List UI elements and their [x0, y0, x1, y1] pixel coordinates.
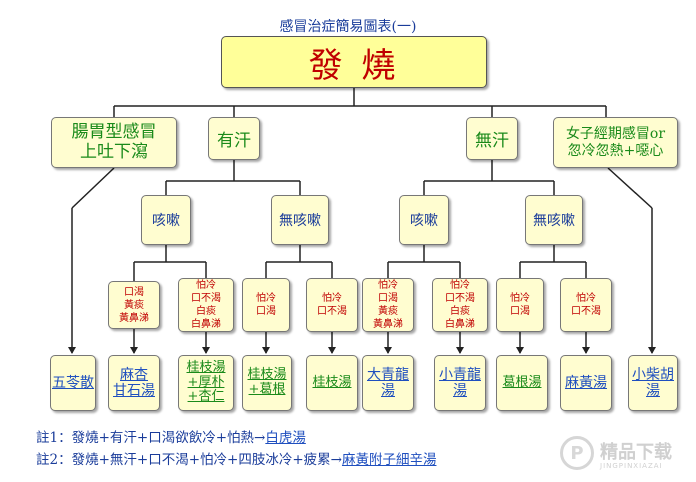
formula-maxing-ganshi-tang: 麻杏 甘石湯: [108, 355, 160, 411]
gi-line-2: 上吐下瀉: [80, 141, 148, 162]
s8-line-1: 怕冷: [576, 293, 596, 304]
s6-line-1: 怕冷: [450, 280, 470, 291]
f3-line-1: 桂枝湯: [186, 359, 226, 375]
note-1-link-baihu-tang[interactable]: 白虎湯: [265, 430, 306, 446]
note-1-text: 註1：發燒+有汗+口渴欲飲冷+怕熱→: [36, 430, 266, 446]
cough-nosweat-label: 咳嗽: [410, 213, 438, 229]
f6-line-1: 大青龍: [367, 366, 409, 383]
watermark-logo-letter: P: [570, 442, 584, 464]
f8-line-1: 葛根湯: [502, 374, 542, 390]
formula-xiao-chaihu-tang: 小柴胡 湯: [628, 355, 678, 411]
watermark-subtext: JINGPINXIAZAI: [600, 462, 663, 470]
s2-line-4: 白鼻涕: [191, 319, 221, 330]
f6-line-2: 湯: [381, 383, 395, 399]
s5-line-1: 怕冷: [378, 280, 398, 291]
sweating-label: 有汗: [217, 131, 251, 151]
formula-xiao-qinglong-tang: 小青龍 湯: [434, 355, 486, 411]
s5-line-2: 口渴: [378, 293, 398, 304]
no-cough-nosweat-label: 無咳嗽: [533, 213, 575, 229]
symptom-box-4: 怕冷 口不渴: [306, 278, 358, 332]
note-1: 註1：發燒+有汗+口渴欲飲冷+怕熱→白虎湯: [36, 426, 306, 446]
no-sweating-label: 無汗: [475, 131, 509, 151]
gi-line-1: 腸胃型感冒: [71, 121, 157, 142]
f10-line-1: 小柴胡: [632, 366, 674, 383]
f3-line-3: +杏仁: [187, 389, 225, 405]
f2-line-2: 甘石湯: [113, 383, 155, 399]
s4-line-1: 怕冷: [322, 293, 342, 304]
formula-guizhi-houpo-xingren: 桂枝湯 +厚朴 +杏仁: [178, 355, 234, 411]
symptom-box-1: 口渴 黃痰 黃鼻涕: [108, 281, 160, 329]
formula-guizhi-gegen: 桂枝湯 +葛根: [242, 355, 292, 411]
s2-line-2: 口不渴: [191, 293, 221, 304]
s5-line-4: 黃鼻涕: [373, 319, 403, 330]
symptom-box-7: 怕冷 口渴: [496, 278, 544, 332]
formula-mahuang-tang: 麻黃湯: [560, 355, 612, 411]
symptom-box-2: 怕冷 口不渴 白痰 白鼻涕: [178, 278, 234, 332]
note-2-link-mahuang-fuzi-xixin-tang[interactable]: 麻黃附子細辛湯: [341, 452, 437, 468]
node-no-cough-sweat: 無咳嗽: [271, 195, 329, 245]
note-2: 註2：發燒+無汗+口不渴+怕冷+四肢冰冷+疲累→麻黃附子細辛湯: [36, 448, 436, 468]
formula-guizhi-tang: 桂枝湯: [306, 355, 358, 411]
f10-line-2: 湯: [646, 383, 660, 399]
s3-line-1: 怕冷: [256, 293, 276, 304]
s7-line-1: 怕冷: [510, 293, 530, 304]
formula-gegen-tang: 葛根湯: [496, 355, 548, 411]
s1-line-1: 口渴: [124, 286, 144, 298]
no-cough-sweat-label: 無咳嗽: [279, 213, 321, 229]
s2-line-1: 怕冷: [196, 280, 216, 291]
s3-line-2: 口渴: [256, 306, 276, 317]
s4-line-2: 口不渴: [317, 306, 347, 317]
watermark: P 精品下载 JINGPINXIAZAI: [560, 436, 696, 482]
formula-da-qinglong-tang: 大青龍 湯: [362, 355, 414, 411]
f1-line-1: 五苓散: [52, 374, 94, 391]
s7-line-2: 口渴: [510, 306, 530, 317]
s6-line-4: 白鼻涕: [445, 319, 475, 330]
f4-line-2: +葛根: [248, 382, 286, 397]
f5-line-1: 桂枝湯: [312, 374, 352, 390]
node-gi-cold: 腸胃型感冒 上吐下瀉: [51, 117, 177, 168]
node-no-sweating: 無汗: [466, 117, 518, 160]
symptom-box-8: 怕冷 口不渴: [560, 278, 612, 332]
root-label: 發 燒: [308, 45, 400, 86]
f7-line-2: 湯: [453, 383, 467, 399]
formula-wuling-san: 五苓散: [50, 355, 96, 411]
f7-line-1: 小青龍: [439, 366, 481, 383]
s2-line-3: 白痰: [196, 306, 216, 317]
f9-line-1: 麻黃湯: [565, 374, 607, 391]
symptom-box-5: 怕冷 口渴 黃痰 黃鼻涕: [362, 278, 414, 332]
s1-line-3: 黃鼻涕: [119, 312, 149, 324]
menses-line-2: 忽冷忽熱+噁心: [567, 142, 664, 159]
watermark-logo-icon: P: [560, 436, 594, 470]
f2-line-1: 麻杏: [120, 366, 148, 383]
node-cough-sweat: 咳嗽: [141, 195, 191, 245]
s8-line-2: 口不渴: [571, 306, 601, 317]
f4-line-1: 桂枝湯: [247, 367, 287, 383]
f3-line-2: +厚朴: [187, 374, 225, 390]
root-node-fever: 發 燒: [221, 36, 487, 88]
cough-sweat-label: 咳嗽: [152, 213, 180, 229]
node-menstrual-cold: 女子經期感冒or 忽冷忽熱+噁心: [553, 117, 678, 168]
s6-line-3: 白痰: [450, 306, 470, 317]
s1-line-2: 黃痰: [124, 299, 144, 311]
symptom-box-6: 怕冷 口不渴 白痰 白鼻涕: [432, 278, 488, 332]
symptom-box-3: 怕冷 口渴: [242, 278, 290, 332]
s5-line-3: 黃痰: [378, 306, 398, 317]
watermark-text: 精品下载: [600, 442, 672, 463]
note-2-text: 註2：發燒+無汗+口不渴+怕冷+四肢冰冷+疲累→: [36, 452, 342, 468]
node-sweating: 有汗: [208, 117, 260, 160]
node-cough-nosweat: 咳嗽: [399, 195, 449, 245]
menses-line-1: 女子經期感冒or: [565, 126, 666, 143]
diagram-title: 感冒治症簡易圖表(一): [279, 19, 417, 35]
s6-line-2: 口不渴: [445, 293, 475, 304]
node-no-cough-nosweat: 無咳嗽: [525, 195, 583, 245]
